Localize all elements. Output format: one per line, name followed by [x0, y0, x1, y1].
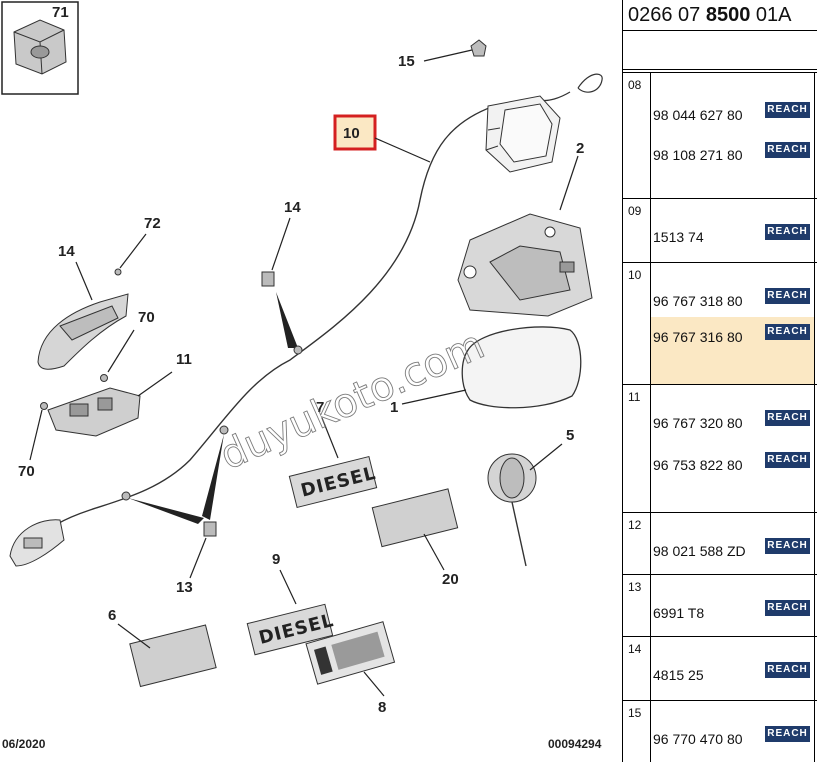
callout-70-lower[interactable]: 70 [18, 463, 35, 480]
parts-group: 4815 25 REACH 14 [623, 636, 817, 700]
group-number: 13 [628, 580, 642, 594]
callout-5[interactable]: 5 [566, 427, 574, 444]
reach-badge: REACH [765, 224, 810, 240]
parts-group: 6991 T8 REACH 13 [623, 574, 817, 636]
part-number: 6991 T8 [653, 605, 705, 621]
selected-callout-box [333, 114, 377, 151]
group-number: 12 [628, 518, 642, 532]
part-number: 96 767 316 80 [653, 329, 743, 345]
callout-1[interactable]: 1 [390, 399, 398, 416]
part-row[interactable]: 96 753 822 80 REACH [651, 445, 814, 485]
callout-70-upper[interactable]: 70 [138, 309, 155, 326]
reach-badge: REACH [765, 600, 810, 616]
header-spacer [623, 31, 817, 70]
callout-11[interactable]: 11 [176, 351, 192, 368]
group-number: 10 [628, 268, 642, 282]
item-12-release-handle[interactable] [37, 293, 129, 370]
item-2-lock-mechanism[interactable] [457, 213, 593, 317]
item-1-fuel-flap[interactable] [461, 326, 582, 409]
flap-housing[interactable] [485, 95, 561, 173]
callout-12[interactable]: 14 [58, 243, 75, 260]
reach-badge: REACH [765, 452, 810, 468]
callout-15[interactable]: 15 [398, 53, 415, 70]
item-11-bracket[interactable] [47, 387, 141, 437]
part-row[interactable]: 96 767 318 80 REACH [651, 281, 814, 321]
item-6-label[interactable] [129, 624, 217, 688]
parts-group: 98 021 588 ZD REACH 12 [623, 512, 817, 574]
reach-badge: REACH [765, 410, 810, 426]
svg-text:14: 14 [284, 199, 301, 216]
part-row[interactable]: 96 770 470 80 REACH [651, 719, 814, 759]
reach-badge: REACH [765, 102, 810, 118]
item-70-screw-lower[interactable] [40, 402, 48, 410]
release-cable[interactable] [37, 103, 501, 541]
parts-group: 1513 74 REACH 09 [623, 198, 817, 262]
part-row[interactable]: 6991 T8 REACH [651, 593, 814, 633]
part-number: 1513 74 [653, 229, 704, 245]
part-number: 98 021 588 ZD [653, 543, 746, 559]
parts-group: 96 767 318 80 REACH 96 767 316 80 REACH 10 [623, 262, 817, 385]
part-number: 98 044 627 80 [653, 107, 743, 123]
callout-2[interactable]: 2 [576, 140, 584, 157]
item-71-inset[interactable] [1, 1, 79, 95]
callout-9[interactable]: 9 [272, 551, 280, 568]
item-15-clip[interactable] [423, 39, 487, 62]
group-number: 15 [628, 706, 642, 720]
part-number: 96 753 822 80 [653, 457, 743, 473]
part-row[interactable]: 98 044 627 80 REACH [651, 95, 814, 135]
callout-10[interactable]: 10 [343, 125, 360, 142]
callout-6[interactable]: 6 [108, 607, 116, 624]
reach-badge: REACH [765, 662, 810, 678]
part-number: 96 767 318 80 [653, 293, 743, 309]
item-20-label[interactable] [371, 488, 459, 548]
watermark: duyukoto.com [213, 322, 491, 479]
part-row[interactable]: 98 021 588 ZD REACH [651, 531, 814, 571]
item-14-clip[interactable] [261, 271, 275, 287]
callout-71[interactable]: 71 [52, 4, 69, 21]
item-13-clip-lower[interactable] [121, 491, 131, 501]
reach-badge: REACH [765, 324, 810, 340]
group-number: 14 [628, 642, 642, 656]
callout-20[interactable]: 20 [442, 571, 459, 588]
part-row[interactable]: 98 108 271 80 REACH [651, 135, 814, 175]
exploded-parts-diagram: 71 15 10 2 14 72 14 14 7 [1, 1, 603, 751]
part-number: 98 108 271 80 [653, 147, 743, 163]
reach-badge: REACH [765, 288, 810, 304]
item-72-screw[interactable] [114, 268, 122, 276]
item-8-info-label[interactable] [305, 621, 396, 685]
group-number: 09 [628, 204, 642, 218]
cable-end-handle[interactable] [9, 519, 65, 567]
parts-group: 96 770 470 80 REACH 15 [623, 700, 817, 762]
callout-8[interactable]: 8 [378, 699, 386, 716]
part-row[interactable]: 96 767 320 80 REACH [651, 403, 814, 443]
part-row[interactable]: 4815 25 REACH [651, 655, 814, 695]
item-7-diesel-badge[interactable]: DIESEL [288, 455, 379, 509]
reference-number: 0266 07 8500 01A [623, 0, 817, 31]
reach-badge: REACH [765, 726, 810, 742]
callout-13[interactable]: 13 [176, 579, 193, 596]
callout-7[interactable]: 7 [316, 399, 324, 416]
part-number: 96 767 320 80 [653, 415, 743, 431]
group-number: 08 [628, 78, 642, 92]
reach-badge: REACH [765, 142, 810, 158]
parts-group: 96 767 320 80 REACH 96 753 822 80 REACH 11 [623, 384, 817, 512]
item-5-fuel-cap[interactable] [487, 453, 537, 567]
part-number: 96 770 470 80 [653, 731, 743, 747]
footer-date: 06/2020 [2, 737, 46, 751]
callout-72[interactable]: 72 [144, 215, 161, 232]
group-number: 11 [628, 390, 641, 404]
item-70-screw-upper[interactable] [100, 374, 108, 382]
part-row[interactable]: 96 767 316 80 REACH [651, 317, 814, 385]
parts-group: 98 044 627 80 REACH 98 108 271 80 REACH 08 [623, 72, 817, 198]
part-row[interactable]: 1513 74 REACH [651, 217, 814, 257]
reach-badge: REACH [765, 538, 810, 554]
footer-code: 00094294 [548, 737, 602, 751]
part-number: 4815 25 [653, 667, 704, 683]
